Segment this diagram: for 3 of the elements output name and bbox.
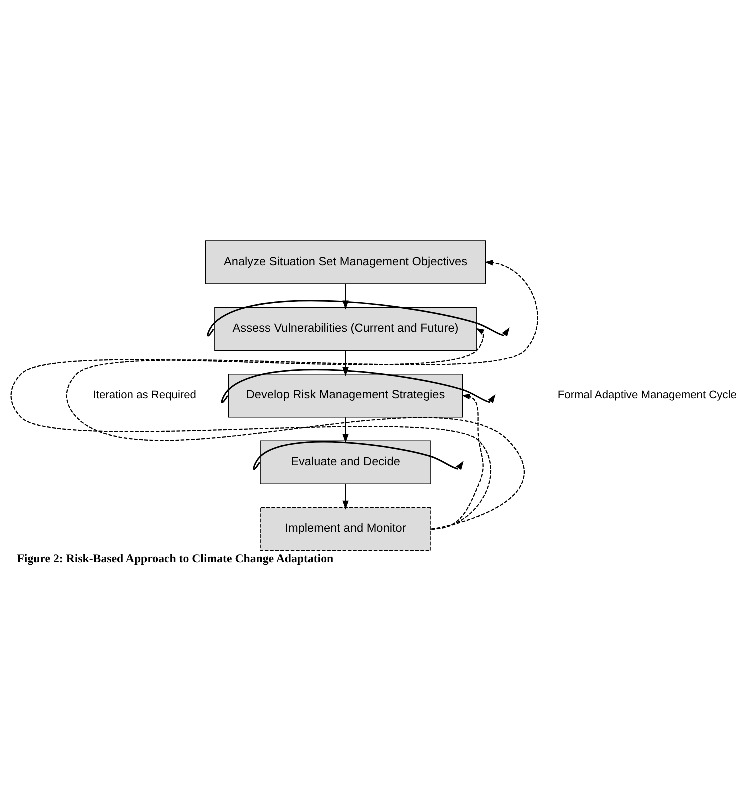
label: Iteration as Required	[93, 389, 196, 402]
caption: Figure 2: Risk-Based Approach to Climate Change Adaptation	[17, 551, 334, 566]
label: Formal Adaptive Management Cycle	[558, 389, 737, 402]
